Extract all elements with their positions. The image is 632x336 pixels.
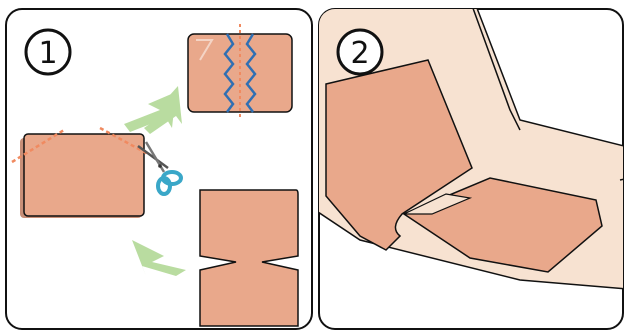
step-2-number: 2	[350, 36, 369, 71]
step-1-number: 1	[38, 36, 57, 71]
panel-step-1: 1	[6, 9, 312, 329]
step-1-badge: 1	[26, 30, 70, 74]
panel-step-2: 2	[300, 0, 632, 329]
tape-strip-notched	[200, 190, 298, 326]
tape-strip-top	[188, 24, 292, 118]
step-2-badge: 2	[338, 30, 382, 74]
tape-strip-middle	[12, 128, 148, 218]
